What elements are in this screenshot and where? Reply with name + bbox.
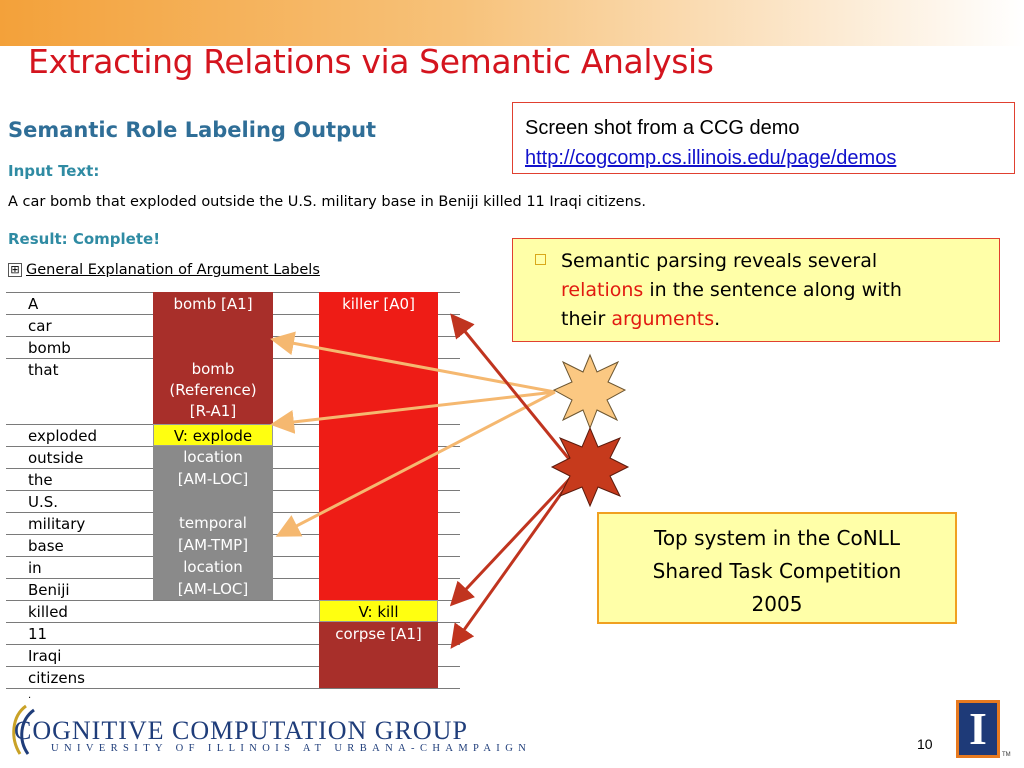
arrow-to-temporal bbox=[275, 390, 556, 537]
arrow-to-reference bbox=[270, 390, 556, 434]
swirl-logo-icon bbox=[12, 704, 35, 755]
arg-bomb-a1: bomb [A1] bbox=[153, 292, 273, 358]
callout-text: their bbox=[561, 308, 612, 330]
highlight-relations: relations bbox=[561, 279, 644, 301]
verb-explode: V: explode bbox=[153, 424, 273, 446]
row-divider bbox=[6, 600, 460, 601]
input-sentence: A car bomb that exploded outside the U.S… bbox=[8, 194, 646, 210]
starburst-orange-icon bbox=[552, 353, 627, 430]
arrow-to-reference bbox=[270, 331, 556, 394]
input-text-label: Input Text: bbox=[8, 162, 100, 180]
demo-callout: Screen shot from a CCG demo http://cogco… bbox=[512, 102, 1015, 174]
ccg-logo: COGNITIVE COMPUTATION GROUP UNIVERSITY O… bbox=[6, 702, 526, 762]
arg-bomb-reference: bomb (Reference) [R-A1] bbox=[153, 358, 273, 424]
arg-label-line: bomb bbox=[191, 360, 235, 378]
explanation-link[interactable]: General Explanation of Argument Labels bbox=[26, 262, 320, 278]
word-cell: Beniji bbox=[28, 581, 70, 599]
word-cell: . bbox=[28, 690, 32, 701]
word-cell: base bbox=[28, 537, 64, 555]
word-cell: the bbox=[28, 471, 53, 489]
logo-wordmark: COGNITIVE COMPUTATION GROUP bbox=[14, 716, 468, 745]
conll-line: Shared Task Competition bbox=[652, 559, 902, 583]
expand-toggle-icon[interactable]: ⊞ bbox=[8, 263, 22, 277]
word-cell: U.S. bbox=[28, 493, 59, 511]
page-number: 10 bbox=[917, 736, 933, 752]
demo-caption: Screen shot from a CCG demo bbox=[525, 117, 800, 139]
semantic-parsing-callout: Semantic parsing reveals several relatio… bbox=[512, 238, 1000, 342]
arg-label-line: [AM-TMP] bbox=[177, 536, 249, 554]
arrow-to-kill bbox=[449, 468, 580, 607]
arg-label-line: location bbox=[183, 558, 243, 576]
illinois-i-icon: I bbox=[969, 703, 987, 754]
word-cell: military bbox=[28, 515, 86, 533]
highlight-arguments: arguments bbox=[611, 308, 715, 330]
logo-university: UNIVERSITY OF ILLINOIS AT URBANA-CHAMPAI… bbox=[51, 743, 532, 754]
arg-temporal: temporal [AM-TMP] bbox=[153, 512, 273, 556]
word-cell: car bbox=[28, 317, 52, 335]
word-cell: exploded bbox=[28, 427, 97, 445]
callout-text: in the sentence along with bbox=[643, 279, 902, 301]
callout-text: Semantic parsing reveals several bbox=[561, 250, 878, 272]
word-cell: 11 bbox=[28, 625, 48, 643]
conll-line: Top system in the CoNLL bbox=[654, 526, 900, 550]
arg-killer-a0: killer [A0] bbox=[319, 292, 438, 600]
arrow-to-corpse bbox=[450, 469, 580, 649]
arg-label-line: (Reference) bbox=[169, 381, 257, 399]
top-gradient-bar bbox=[0, 0, 1024, 46]
word-cell: that bbox=[28, 361, 59, 379]
starburst-red-icon bbox=[550, 426, 630, 508]
arg-label-line: [AM-LOC] bbox=[177, 580, 249, 598]
arg-label-line: location bbox=[183, 448, 243, 466]
word-cell: bomb bbox=[28, 339, 71, 357]
word-cell: citizens bbox=[28, 669, 85, 687]
arg-corpse-a1: corpse [A1] bbox=[319, 622, 438, 688]
result-label: Result: Complete! bbox=[8, 230, 161, 248]
word-cell: outside bbox=[28, 449, 84, 467]
word-cell: in bbox=[28, 559, 42, 577]
explanation-row[interactable]: ⊞ General Explanation of Argument Labels bbox=[8, 262, 320, 278]
row-divider bbox=[6, 666, 460, 667]
slide-title: Extracting Relations via Semantic Analys… bbox=[28, 42, 714, 81]
arg-label-line: [R-A1] bbox=[189, 402, 237, 420]
conll-callout: Top system in the CoNLL Shared Task Comp… bbox=[597, 512, 957, 624]
arrow-to-killer bbox=[450, 313, 580, 471]
word-cell: killed bbox=[28, 603, 68, 621]
square-bullet-icon bbox=[535, 254, 546, 265]
arg-location-1: location [AM-LOC] bbox=[153, 446, 273, 512]
row-divider bbox=[6, 688, 460, 689]
conll-line: 2005 bbox=[751, 592, 803, 616]
srl-heading: Semantic Role Labeling Output bbox=[8, 118, 377, 142]
verb-kill: V: kill bbox=[319, 600, 438, 622]
trademark: TM bbox=[1002, 752, 1011, 758]
word-cell: A bbox=[28, 295, 39, 313]
row-divider bbox=[6, 644, 460, 645]
illinois-logo: I bbox=[956, 700, 1000, 758]
word-cell: Iraqi bbox=[28, 647, 62, 665]
arg-label-line: temporal bbox=[179, 514, 247, 532]
demo-link[interactable]: http://cogcomp.cs.illinois.edu/page/demo… bbox=[525, 147, 897, 169]
arg-label-line: [AM-LOC] bbox=[177, 470, 249, 488]
arg-location-2: location [AM-LOC] bbox=[153, 556, 273, 600]
row-divider bbox=[6, 622, 460, 623]
callout-text: . bbox=[714, 308, 721, 330]
